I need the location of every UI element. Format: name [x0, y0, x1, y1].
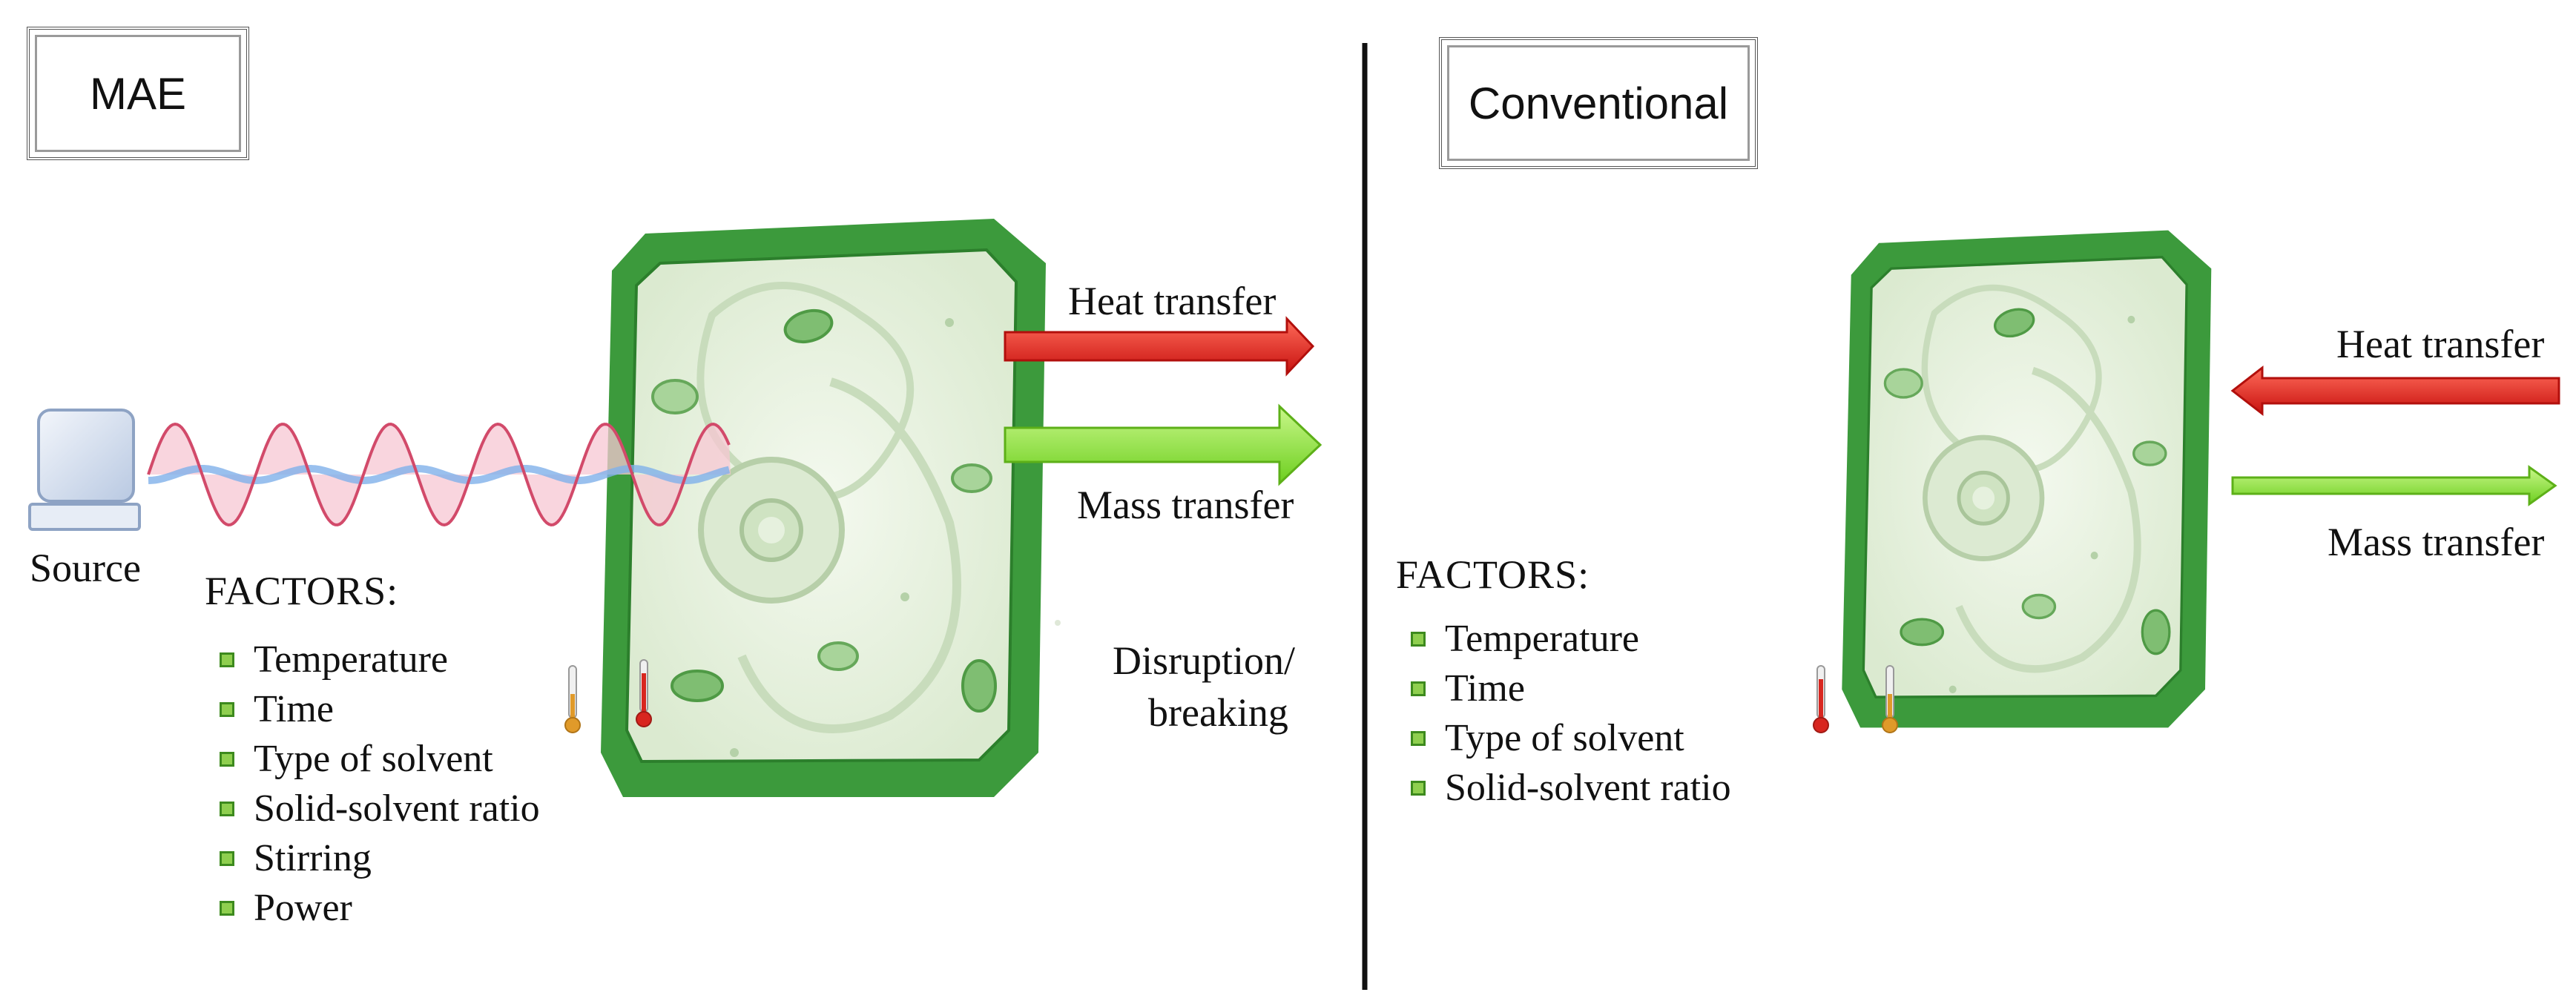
square-bullet-icon — [1411, 781, 1426, 796]
microwave-wave — [147, 422, 731, 527]
factor-label: Type of solvent — [254, 738, 493, 780]
factor-label: Temperature — [1445, 618, 1639, 660]
thermometer-icon — [1813, 665, 1829, 733]
list-item: Solid-solvent ratio — [1406, 763, 1731, 813]
conventional-title-box: Conventional — [1439, 37, 1758, 169]
square-bullet-icon — [220, 802, 234, 816]
square-bullet-icon — [220, 702, 234, 717]
list-item: Temperature — [215, 635, 540, 684]
square-bullet-icon — [1411, 632, 1426, 647]
square-bullet-icon — [220, 652, 234, 667]
conventional-heat-transfer-label: Heat transfer — [2336, 322, 2545, 366]
square-bullet-icon — [1411, 731, 1426, 746]
square-bullet-icon — [1411, 681, 1426, 696]
conventional-mass-arrow — [2231, 465, 2557, 506]
mae-title-box: MAE — [27, 27, 249, 160]
mae-mass-arrow — [1004, 403, 1322, 486]
list-item: Type of solvent — [1406, 713, 1731, 763]
square-bullet-icon — [220, 752, 234, 767]
wall-disruption-mark — [1046, 512, 1084, 643]
disruption-label: Disruption/ — [1113, 638, 1296, 683]
conventional-factors-title: FACTORS: — [1396, 552, 1590, 597]
factor-label: Solid-solvent ratio — [254, 787, 540, 830]
conventional-mass-transfer-label: Mass transfer — [2328, 520, 2545, 564]
factor-label: Type of solvent — [1445, 717, 1684, 759]
conventional-heat-arrow — [2230, 365, 2560, 417]
factor-label: Time — [1445, 667, 1525, 710]
list-item: Temperature — [1406, 614, 1731, 664]
list-item: Power — [215, 883, 540, 933]
list-item: Type of solvent — [215, 734, 540, 784]
microwave-source-icon — [28, 409, 141, 531]
mae-factors-title: FACTORS: — [205, 569, 399, 613]
conventional-plant-cell — [1842, 231, 2211, 728]
factor-label: Power — [254, 887, 352, 929]
factor-label: Time — [254, 688, 334, 730]
mae-title: MAE — [89, 68, 187, 119]
list-item: Solid-solvent ratio — [215, 784, 540, 833]
mae-factors-list: Temperature Time Type of solvent Solid-s… — [215, 635, 540, 933]
list-item: Stirring — [215, 833, 540, 883]
source-label: Source — [30, 546, 141, 590]
square-bullet-icon — [220, 851, 234, 866]
factor-label: Solid-solvent ratio — [1445, 767, 1731, 809]
square-bullet-icon — [220, 901, 234, 916]
list-item: Time — [1406, 664, 1731, 713]
factor-label: Stirring — [254, 837, 372, 879]
list-item: Time — [215, 684, 540, 734]
breaking-label: breaking — [1148, 690, 1288, 735]
microwave-wave-axis — [148, 465, 731, 485]
factor-label: Temperature — [254, 638, 448, 681]
conventional-title: Conventional — [1468, 78, 1729, 128]
mae-heat-transfer-label: Heat transfer — [1068, 279, 1277, 323]
thermometer-icon — [564, 665, 581, 733]
conventional-factors-list: Temperature Time Type of solvent Solid-s… — [1406, 614, 1731, 813]
mae-heat-arrow — [1004, 316, 1315, 377]
mae-mass-transfer-label: Mass transfer — [1077, 483, 1294, 527]
